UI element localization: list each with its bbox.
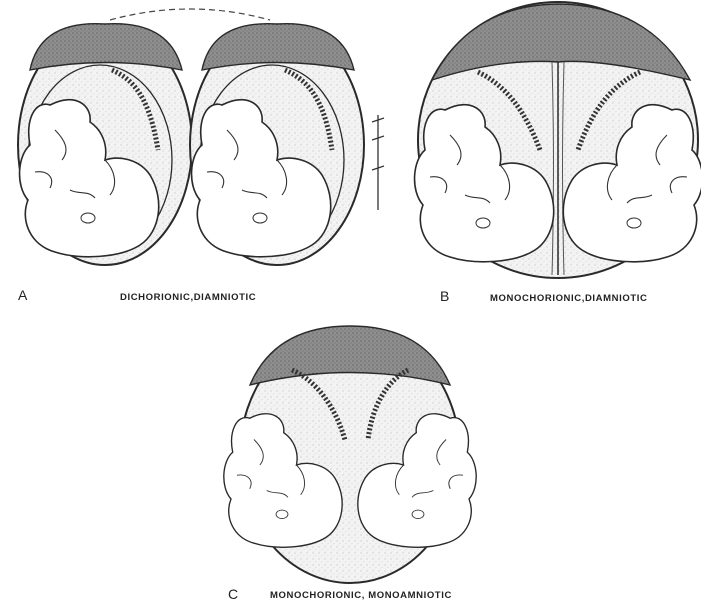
panel-c-letter: C: [228, 586, 238, 602]
panel-a-letter: A: [18, 287, 27, 303]
panel-b-figure: [415, 2, 701, 278]
panel-b-letter: B: [440, 288, 449, 304]
placenta-a-right: [202, 24, 354, 70]
panel-a-figure: [18, 9, 384, 265]
twin-a-left-sac: [18, 24, 192, 265]
panel-a-caption: DICHORIONIC,DIAMNIOTIC: [120, 292, 256, 303]
panel-c-figure: [224, 326, 476, 583]
chorion-dashed-line: [110, 9, 270, 20]
placenta-a-left: [30, 24, 182, 70]
panel-c-caption: MONOCHORIONIC, MONOAMNIOTIC: [270, 590, 452, 601]
panel-b-caption: MONOCHORIONIC,DIAMNIOTIC: [490, 293, 647, 304]
twin-a-right-sac: [190, 24, 364, 265]
cord-fragment: [372, 115, 384, 210]
